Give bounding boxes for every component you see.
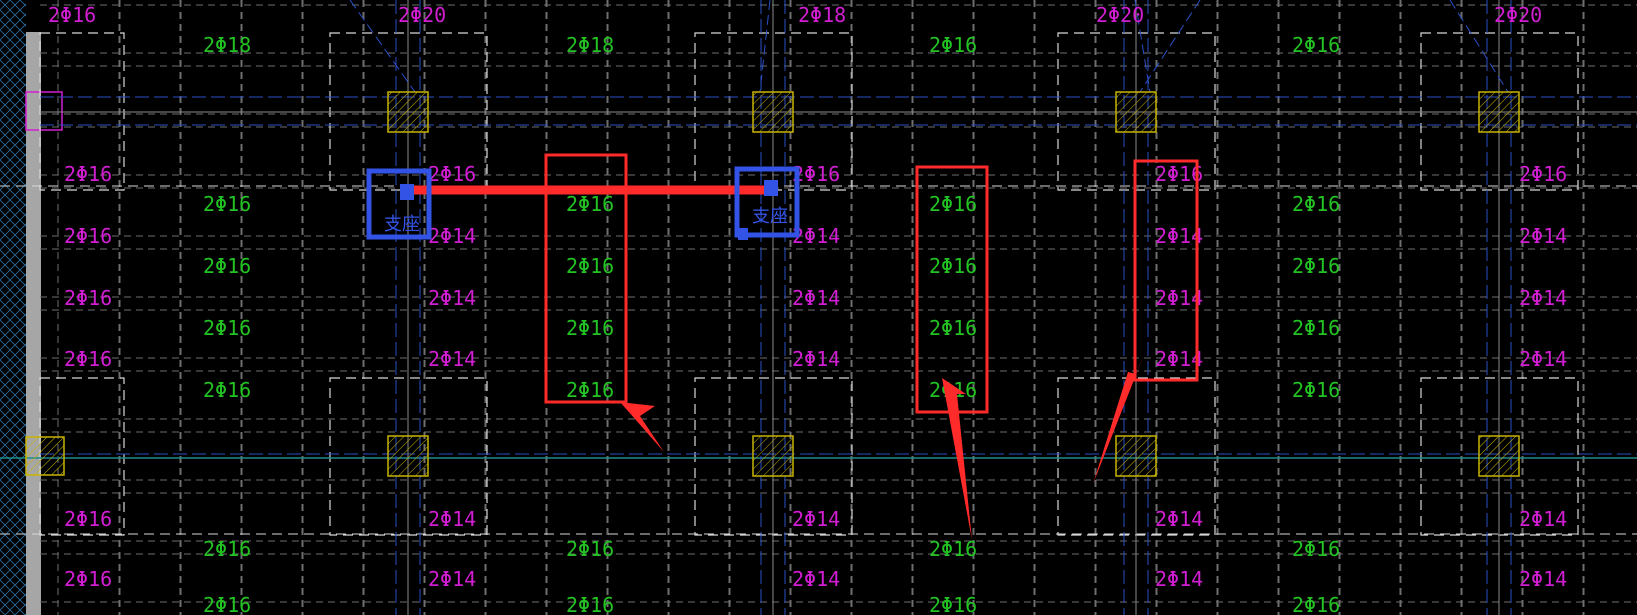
rebar-label: 2Φ16	[1292, 593, 1340, 615]
rebar-label: 2Φ16	[566, 378, 614, 402]
rebar-label: 2Φ16	[566, 593, 614, 615]
rebar-label: 2Φ16	[64, 162, 112, 186]
rebar-label: 2Φ14	[1155, 286, 1203, 310]
column-hatched	[752, 435, 794, 477]
rebar-label: 2Φ16	[64, 347, 112, 371]
rebar-label: 2Φ16	[929, 192, 977, 216]
rebar-label: 2Φ16	[566, 192, 614, 216]
rebar-label: 2Φ20	[1096, 3, 1144, 27]
column-hatched	[1478, 91, 1520, 133]
red-highlight-box-3[interactable]	[1133, 159, 1199, 382]
diagonal-guide-line	[1449, 0, 1509, 93]
rebar-labels: 2Φ16 2Φ20 2Φ18 2Φ20 2Φ20 2Φ18 2Φ18 2Φ16 2Φ16 2Φ16…	[48, 3, 1567, 615]
support-marker-left[interactable]: 支座	[366, 168, 432, 240]
diagonal-guide-line	[1134, 0, 1151, 93]
support-label: 支座	[752, 206, 788, 227]
rebar-label: 2Φ18	[203, 33, 251, 57]
rebar-label: 2Φ16	[929, 316, 977, 340]
rebar-label: 2Φ16	[1292, 33, 1340, 57]
rebar-label: 2Φ16	[792, 162, 840, 186]
rebar-label: 2Φ14	[792, 507, 840, 531]
rebar-label: 2Φ16	[203, 378, 251, 402]
diagonal-guide-line	[759, 0, 771, 93]
rebar-label: 2Φ14	[792, 286, 840, 310]
rebar-label: 2Φ14	[1519, 567, 1567, 591]
rebar-label: 2Φ18	[566, 33, 614, 57]
red-arrow-3	[1093, 352, 1145, 484]
rebar-label: 2Φ16	[203, 254, 251, 278]
rebar-label: 2Φ20	[1494, 3, 1542, 27]
rebar-label: 2Φ14	[428, 567, 476, 591]
left-wall-connector-top	[25, 91, 63, 131]
rebar-label: 2Φ14	[428, 286, 476, 310]
red-arrow-2	[942, 378, 972, 540]
rebar-label: 2Φ16	[64, 286, 112, 310]
rebar-label: 2Φ16	[929, 593, 977, 615]
rebar-label: 2Φ16	[203, 537, 251, 561]
rebar-label: 2Φ16	[1292, 192, 1340, 216]
rebar-label: 2Φ18	[798, 3, 846, 27]
columns	[25, 91, 1520, 477]
column-hatched	[387, 91, 429, 133]
red-arrow-1	[620, 402, 664, 452]
column-hatched	[752, 91, 794, 133]
rebar-label: 2Φ16	[64, 567, 112, 591]
support-label: 支座	[384, 214, 420, 235]
rebar-label: 2Φ16	[48, 3, 96, 27]
column-hatched	[387, 435, 429, 477]
rebar-label: 2Φ14	[1155, 347, 1203, 371]
rebar-label: 2Φ16	[64, 507, 112, 531]
left-wall-gray	[26, 32, 41, 615]
rebar-label: 2Φ20	[398, 3, 446, 27]
rebar-label: 2Φ14	[1519, 286, 1567, 310]
rebar-label: 2Φ16	[929, 254, 977, 278]
column-hatched	[1478, 435, 1520, 477]
column-hatched	[25, 436, 65, 476]
rebar-label: 2Φ16	[1292, 537, 1340, 561]
rebar-label: 2Φ16	[929, 33, 977, 57]
rebar-label: 2Φ14	[792, 567, 840, 591]
left-hatched-wall	[0, 0, 26, 615]
rebar-label: 2Φ16	[1519, 162, 1567, 186]
rebar-label: 2Φ14	[428, 224, 476, 248]
rebar-label: 2Φ16	[1292, 316, 1340, 340]
column-hatched	[1115, 435, 1157, 477]
rebar-label: 2Φ14	[1155, 224, 1203, 248]
rebar-label: 2Φ16	[203, 192, 251, 216]
rebar-label: 2Φ14	[792, 347, 840, 371]
rebar-label: 2Φ16	[566, 254, 614, 278]
rebar-label: 2Φ16	[203, 593, 251, 615]
red-highlight-box-1[interactable]	[544, 153, 628, 404]
diagonal-guide-line	[1139, 0, 1201, 93]
rebar-label: 2Φ14	[1155, 507, 1203, 531]
rebar-label: 2Φ14	[1519, 507, 1567, 531]
rebar-label: 2Φ14	[792, 224, 840, 248]
rebar-label: 2Φ14	[1519, 224, 1567, 248]
rebar-label: 2Φ16	[566, 537, 614, 561]
diagonal-guide-line	[349, 0, 416, 93]
rebar-label: 2Φ14	[1519, 347, 1567, 371]
rebar-label: 2Φ16	[64, 224, 112, 248]
rebar-label: 2Φ16	[203, 316, 251, 340]
rebar-label: 2Φ16	[929, 537, 977, 561]
rebar-label: 2Φ14	[428, 507, 476, 531]
support-marker-right[interactable]: 支座	[734, 166, 800, 240]
rebar-label: 2Φ14	[428, 347, 476, 371]
column-hatched	[1115, 91, 1157, 133]
rebar-label: 2Φ16	[1292, 254, 1340, 278]
rebar-label: 2Φ16	[566, 316, 614, 340]
rebar-label: 2Φ16	[1292, 378, 1340, 402]
rebar-label: 2Φ14	[1155, 567, 1203, 591]
white-dashed-lines	[0, 32, 1637, 536]
rebar-label: 2Φ16	[428, 162, 476, 186]
rebar-label: 2Φ16	[1155, 162, 1203, 186]
